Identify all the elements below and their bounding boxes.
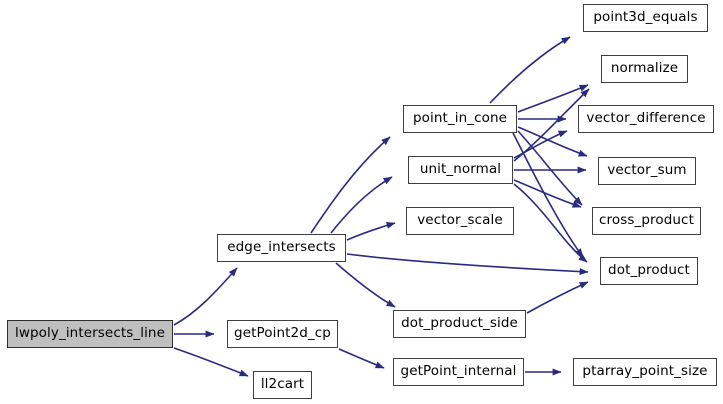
graph-node-label: cross_product: [599, 212, 694, 229]
call-edge-edge_intersects-to-dot_product: [346, 253, 589, 276]
call-edge-edge_intersects-to-point_in_cone: [310, 136, 391, 234]
graph-node-cross_product[interactable]: cross_product: [592, 207, 701, 235]
call-edge-getPoint2d_cp-to-getPoint_internal: [338, 348, 385, 369]
graph-node-edge_intersects[interactable]: edge_intersects: [217, 234, 346, 262]
call-edge-edge_intersects-to-unit_normal: [330, 176, 393, 234]
graph-node-label: getPoint_internal: [400, 363, 517, 380]
graph-node-label: normalize: [610, 60, 679, 77]
graph-node-point3d_equals[interactable]: point3d_equals: [583, 4, 708, 32]
graph-node-label: ptarray_point_size: [582, 363, 708, 380]
call-edge-point_in_cone-to-normalize: [517, 84, 589, 113]
call-edge-point_in_cone-to-dot_product: [512, 132, 584, 258]
graph-node-label: unit_normal: [419, 161, 502, 178]
graph-node-dot_product[interactable]: dot_product: [600, 257, 698, 285]
graph-node-lwpoly_intersects_line[interactable]: lwpoly_intersects_line: [7, 320, 173, 348]
graph-node-label: ll2cart: [260, 376, 305, 393]
edges-group: [173, 36, 590, 377]
graph-node-getPoint2d_cp[interactable]: getPoint2d_cp: [227, 320, 338, 348]
call-edge-point_in_cone-to-cross_product: [517, 130, 583, 206]
graph-node-label: lwpoly_intersects_line: [15, 325, 165, 342]
graph-node-label: point_in_cone: [412, 110, 508, 127]
call-edge-lwpoly_intersects_line-to-edge_intersects: [173, 267, 238, 326]
call-edge-dot_product_side-to-dot_product: [526, 281, 589, 314]
graph-node-vector_sum[interactable]: vector_sum: [598, 157, 696, 185]
graph-node-label: getPoint2d_cp: [234, 325, 331, 342]
graph-node-label: dot_product: [608, 262, 690, 279]
graph-node-label: vector_difference: [586, 110, 706, 127]
graph-node-ptarray_point_size[interactable]: ptarray_point_size: [573, 358, 717, 386]
graph-node-label: vector_scale: [417, 212, 503, 229]
graph-node-label: dot_product_side: [401, 315, 518, 332]
call-edge-point_in_cone-to-point3d_equals: [489, 36, 571, 104]
graph-node-dot_product_side[interactable]: dot_product_side: [393, 310, 526, 338]
graph-node-vector_scale[interactable]: vector_scale: [406, 207, 514, 235]
graph-node-getPoint_internal[interactable]: getPoint_internal: [393, 358, 524, 386]
call-edge-edge_intersects-to-dot_product_side: [335, 262, 396, 308]
call-edge-point_in_cone-to-vector_sum: [517, 126, 588, 157]
call-edge-edge_intersects-to-vector_scale: [346, 222, 396, 241]
call-edge-unit_normal-to-cross_product: [513, 179, 582, 208]
graph-node-label: point3d_equals: [593, 9, 698, 26]
call-edge-unit_normal-to-vector_difference: [513, 130, 568, 159]
graph-node-ll2cart[interactable]: ll2cart: [253, 371, 312, 399]
graph-node-label: edge_intersects: [227, 239, 336, 256]
call-edge-unit_normal-to-dot_product: [513, 183, 588, 263]
graph-node-vector_difference[interactable]: vector_difference: [578, 105, 714, 133]
graph-node-label: vector_sum: [607, 162, 687, 179]
graph-node-unit_normal[interactable]: unit_normal: [408, 156, 513, 184]
graph-node-normalize[interactable]: normalize: [601, 55, 688, 83]
graph-node-point_in_cone[interactable]: point_in_cone: [403, 105, 517, 133]
call-edge-lwpoly_intersects_line-to-ll2cart: [173, 347, 249, 377]
